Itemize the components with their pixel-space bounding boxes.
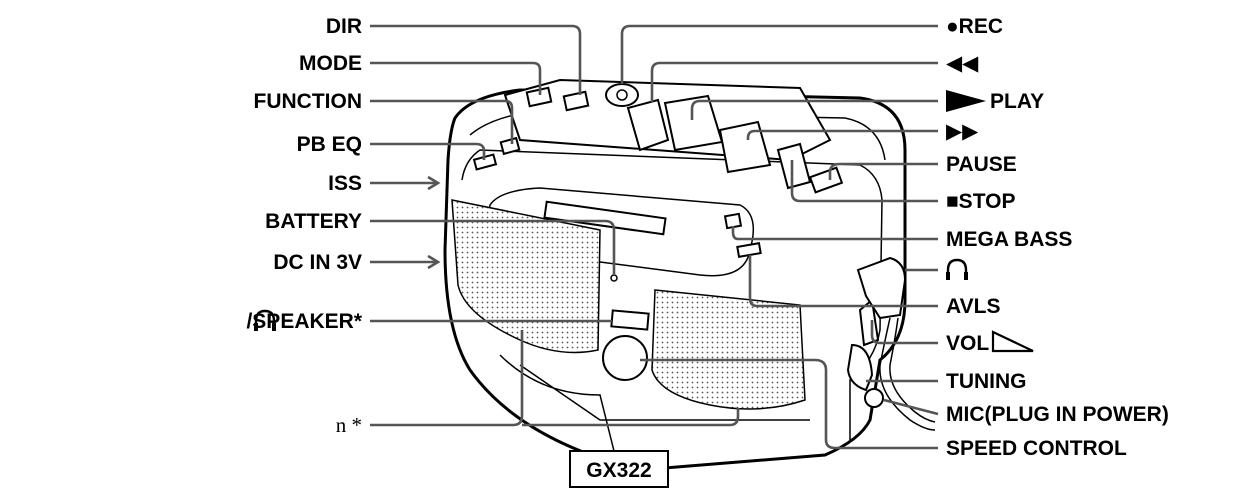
label-function: FUNCTION xyxy=(254,90,363,113)
cassette-player-illustration xyxy=(443,78,936,472)
label-avls: AVLS xyxy=(946,295,1000,318)
label-pause: PAUSE xyxy=(946,153,1017,176)
label-iss: ISS xyxy=(328,172,362,195)
headphone-icon-right xyxy=(946,258,968,280)
label-speed-control: SPEED CONTROL xyxy=(946,437,1127,460)
label-dir: DIR xyxy=(326,15,362,38)
label-mode: MODE xyxy=(299,52,362,75)
model-number: GX322 xyxy=(586,459,651,482)
label-stop: ■STOP xyxy=(946,190,1015,213)
label-mega-bass: MEGA BASS xyxy=(946,228,1072,251)
label-play: PLAY xyxy=(990,90,1044,113)
headphone-plug xyxy=(856,256,907,320)
labels-left: DIR MODE FUNCTION PB EQ ISS BATTERY DC I… xyxy=(246,15,362,437)
label-mic: MIC(PLUG IN POWER) xyxy=(946,403,1169,426)
label-dc-in: DC IN 3V xyxy=(273,251,362,274)
label-pb-eq: PB EQ xyxy=(297,133,362,156)
leader-lines xyxy=(370,24,939,450)
label-vol: VOL xyxy=(946,332,989,355)
label-n-star: n * xyxy=(336,413,362,437)
speed-control-dial xyxy=(602,335,648,381)
label-rec: ●REC xyxy=(946,15,1003,38)
left-speaker-grille xyxy=(451,199,601,354)
play-triangle-icon xyxy=(946,90,986,112)
volume-wedge-icon xyxy=(991,330,1034,353)
model-label-box: GX322 xyxy=(569,450,669,488)
label-fast-forward: ▶▶ xyxy=(946,120,979,143)
labels-right: ●REC ◀◀ PLAY ▶▶ PAUSE ■STOP MEGA BASS AV… xyxy=(946,15,1169,460)
headphone-icon xyxy=(254,309,276,331)
label-rewind: ◀◀ xyxy=(946,52,979,75)
label-battery: BATTERY xyxy=(265,210,362,233)
right-speaker-grille xyxy=(651,289,806,410)
label-tuning: TUNING xyxy=(946,370,1027,393)
label-speaker: /SPEAKER* xyxy=(246,310,362,333)
